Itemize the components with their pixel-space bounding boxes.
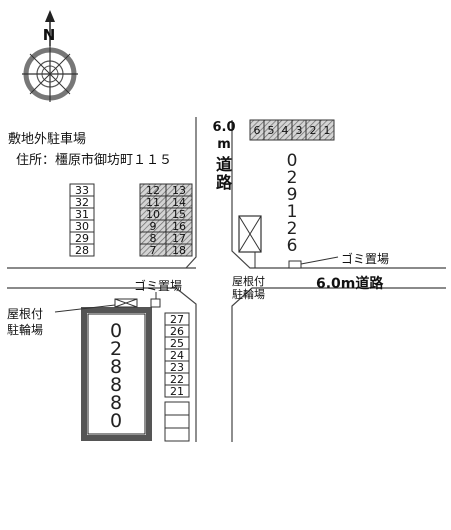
num-left-digit: 0 <box>109 410 123 432</box>
parking-space-number: 11 <box>146 196 160 209</box>
parking-space-number: 14 <box>172 196 186 209</box>
parking-space-number: 25 <box>170 337 184 350</box>
num-right-digit: 9 <box>286 185 298 205</box>
num-left-digit: 8 <box>109 392 123 414</box>
garbage-station-right <box>288 256 339 269</box>
parking-space-number: 30 <box>75 220 89 233</box>
parking-space-number: 17 <box>172 232 186 245</box>
parking-space-number: 18 <box>172 244 186 257</box>
parking-space-number: 32 <box>75 196 89 209</box>
parking-space-number: 29 <box>75 232 89 245</box>
roads <box>7 117 446 442</box>
bike-parking-center-line-2: 駐輪場 <box>232 288 265 301</box>
parking-space-number: 15 <box>172 208 186 221</box>
road-unit: m <box>217 137 231 152</box>
garbage-station-bottom <box>150 292 161 308</box>
num-right-digit: 0 <box>286 151 298 171</box>
parking-space-number: 21 <box>170 385 184 398</box>
parking-space <box>164 384 190 398</box>
num-right-digit: 6 <box>286 236 298 256</box>
garbage-station-bottom-label: ゴミ置場 <box>134 279 183 293</box>
parking-space-number: 10 <box>146 208 160 221</box>
road-vertical-label: 6.0 m 道 路 <box>211 121 237 191</box>
parking-space-number: 4 <box>282 124 289 137</box>
building-right <box>238 215 262 268</box>
parking-space-number: 7 <box>150 244 157 257</box>
parking-space-number: 26 <box>170 325 184 338</box>
road-char-1: 道 <box>215 155 232 174</box>
empty-parking-spaces <box>164 401 190 442</box>
bike-parking-left-line-1: 屋根付 <box>7 307 44 321</box>
num-left-digit: 8 <box>109 356 123 378</box>
num-right-digit: 1 <box>286 202 298 222</box>
parking-space-number: 12 <box>146 184 160 197</box>
parking-space-number: 6 <box>254 124 261 137</box>
north-label: N <box>43 26 56 44</box>
road-horizontal-label: 6.0m道路 <box>316 276 384 292</box>
bike-parking-left-shape <box>54 298 138 313</box>
parking-space-number: 24 <box>170 349 184 362</box>
parking-space-number: 31 <box>75 208 89 221</box>
bike-parking-center-line-1: 屋根付 <box>232 275 265 288</box>
num-left-digit: 8 <box>109 374 123 396</box>
road-char-2: 路 <box>215 173 232 192</box>
num-left-digit: 0 <box>109 320 123 342</box>
parking-title: 敷地外駐車場 <box>8 132 87 147</box>
compass-icon: N <box>22 10 78 102</box>
parking-space-number: 23 <box>170 361 184 374</box>
bike-parking-center-label: 屋根付 駐輪場 <box>232 275 265 301</box>
building-left <box>81 307 152 441</box>
parking-space <box>69 243 95 257</box>
parking-space-number: 8 <box>150 232 157 245</box>
bike-parking-left-label: 屋根付 駐輪場 <box>7 306 43 338</box>
parking-space <box>319 119 335 141</box>
parking-space-number: 1 <box>324 124 331 137</box>
parking-space-number: 13 <box>172 184 186 197</box>
num-right-digit: 2 <box>286 168 298 188</box>
address-label: 住所：橿原市御坊町１１５ <box>16 153 173 168</box>
parking-space-number: 22 <box>170 373 184 386</box>
garbage-station-right-label: ゴミ置場 <box>341 252 390 266</box>
parking-space <box>165 243 193 257</box>
bike-parking-left-line-2: 駐輪場 <box>7 323 44 337</box>
parking-space-number: 27 <box>170 313 184 326</box>
road-width: 6.0 <box>212 120 236 135</box>
parking-space-number: 28 <box>75 244 89 257</box>
parking-space-number: 9 <box>150 220 157 233</box>
num-right-digit: 2 <box>286 219 298 239</box>
parking-space-number: 5 <box>268 124 275 137</box>
num-left-digit: 2 <box>109 338 123 360</box>
parking-space-number: 3 <box>296 124 303 137</box>
parking-space-number: 33 <box>75 184 89 197</box>
parking-space-number: 16 <box>172 220 186 233</box>
parking-space-number: 2 <box>310 124 317 137</box>
